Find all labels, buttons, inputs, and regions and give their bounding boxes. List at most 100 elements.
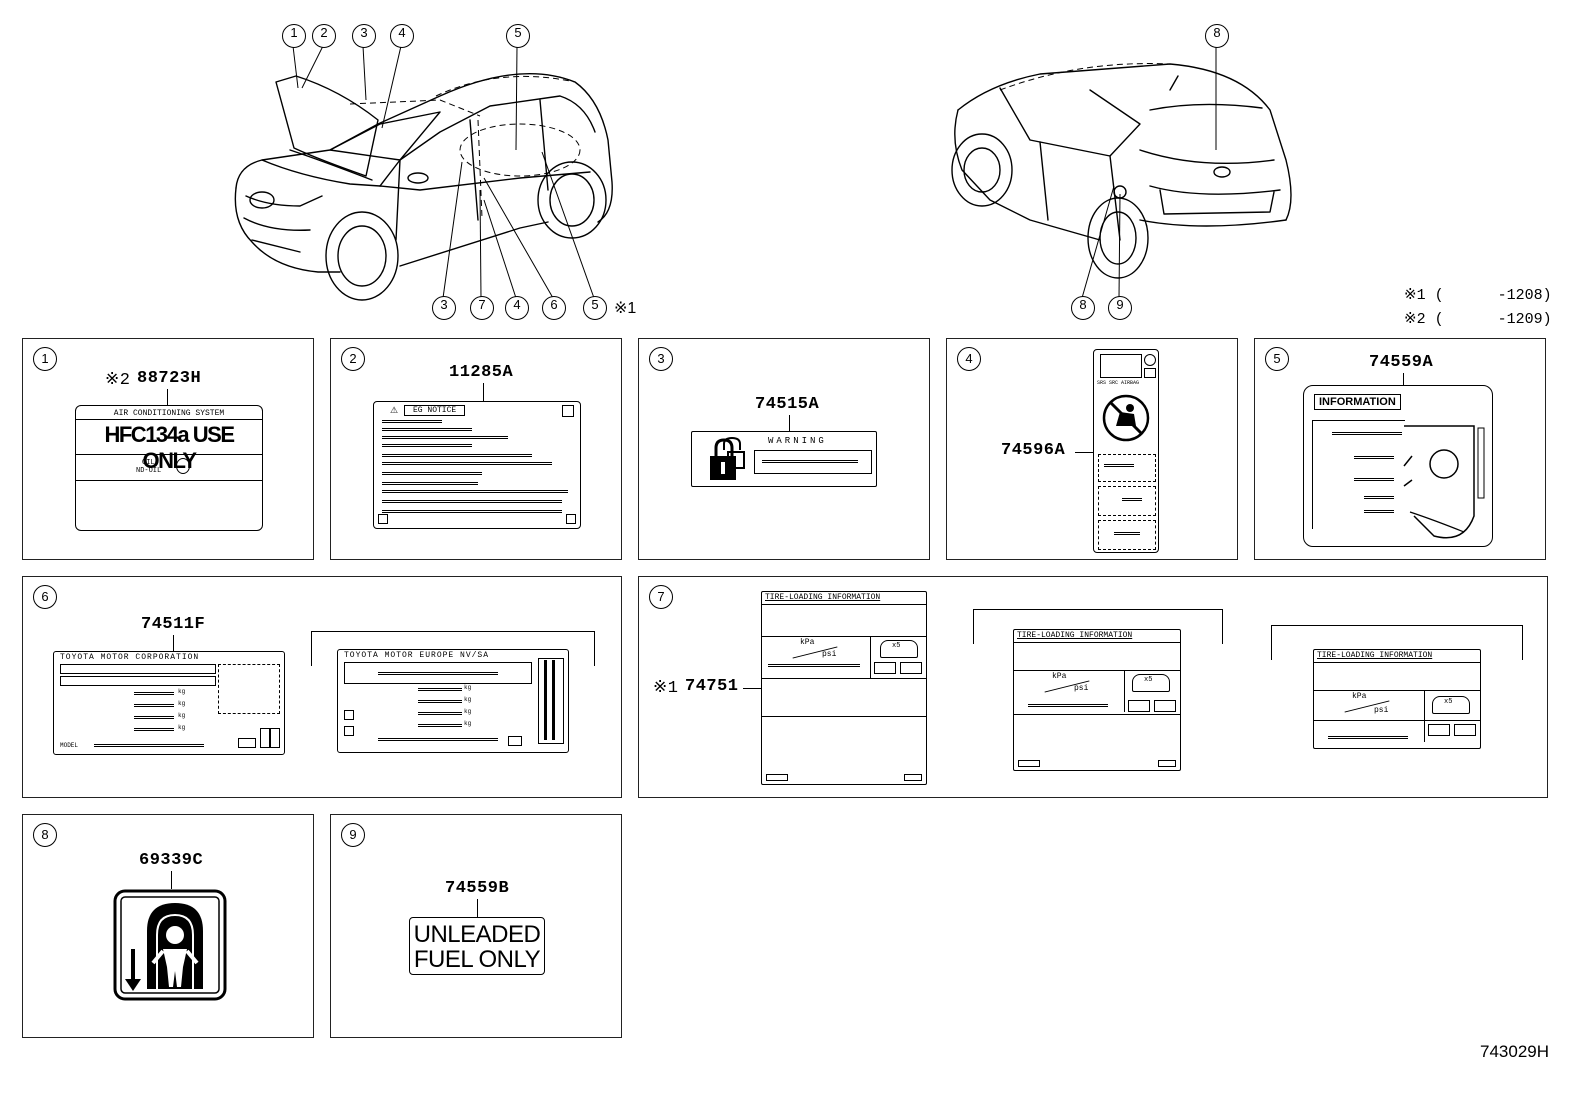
callout-3-bottom: 3 (432, 296, 456, 320)
ac-label-main: HFC134a USE ONLY (104, 422, 235, 473)
vehicle-load-icon (1432, 696, 1470, 714)
part-note: ※1 (653, 679, 679, 698)
callout-9: 9 (1108, 296, 1132, 320)
panel-2: 2 11285A ⚠ EG NOTICE (330, 338, 622, 560)
callout-8-top: 8 (1205, 24, 1229, 48)
leader-line (1403, 373, 1404, 385)
tire-kpa: kPa (1352, 692, 1367, 701)
front-car-illustration (234, 45, 1292, 301)
callout-5: 5 (506, 24, 530, 48)
part-note: ※2 (105, 371, 131, 390)
kg-unit: kg (178, 688, 186, 695)
leader-line (173, 635, 174, 651)
note-2: ※2 ( -1209) (1404, 311, 1552, 328)
panel-7: 7 ※1 74751 TIRE-LOADING INFORMATION kPa … (638, 576, 1548, 798)
part-number: 11285A (449, 363, 514, 382)
warning-header: WARNING (768, 436, 827, 446)
kg-unit: kg (178, 712, 186, 719)
eg-notice-header: EG NOTICE (404, 405, 466, 416)
vehicle-load-icon (880, 640, 918, 658)
child-lock-label (113, 889, 227, 1001)
part-number: 74559A (1369, 353, 1434, 372)
panel-1: 1 ※2 88723H AIR CONDITIONING SYSTEM HFC1… (22, 338, 314, 560)
part-number: 88723H (137, 369, 202, 388)
ac-label-oil2: ND-OIL (136, 467, 162, 475)
unleaded-line-1: UNLEADED (413, 921, 541, 948)
vin-plate-b-header: TOYOTA MOTOR EUROPE NV/SA (344, 651, 490, 660)
unleaded-fuel-label: UNLEADED FUEL ONLY (409, 917, 545, 975)
no-child-seat-icon (1102, 394, 1150, 442)
leader-line (167, 389, 168, 405)
panel-number: 7 (649, 585, 673, 609)
part-number: 69339C (139, 851, 204, 870)
ac-label-header: AIR CONDITIONING SYSTEM (113, 409, 225, 418)
part-number: 74751 (685, 677, 739, 696)
panel-number: 1 (33, 347, 57, 371)
unleaded-line-2: FUEL ONLY (413, 946, 541, 973)
callout-1: 1 (282, 24, 306, 48)
kg-unit: kg (178, 724, 186, 731)
kg-unit: kg (464, 684, 472, 691)
tire-x5: x5 (1144, 676, 1153, 684)
panel-number: 9 (341, 823, 365, 847)
tire-label-c: TIRE-LOADING INFORMATION kPa psi x5 (1313, 649, 1481, 749)
information-header: INFORMATION (1314, 394, 1401, 410)
panel-6: 6 74511F TOYOTA MOTOR CORPORATION kg kg … (22, 576, 622, 798)
leader-line (1075, 452, 1093, 453)
leader-line (483, 383, 484, 401)
panel-4: 4 74596A SRS SRC AIRBAG (946, 338, 1238, 560)
callout-4: 4 (390, 24, 414, 48)
tire-psi: psi (822, 650, 837, 659)
tire-kpa: kPa (800, 638, 815, 647)
airbag-label: SRS SRC AIRBAG (1093, 349, 1159, 553)
panel-number: 6 (33, 585, 57, 609)
vehicle-load-icon (1132, 674, 1170, 692)
panel-number: 2 (341, 347, 365, 371)
vin-plate-label-b: TOYOTA MOTOR EUROPE NV/SA kg kg kg kg (337, 649, 569, 753)
panel-number: 8 (33, 823, 57, 847)
part-number: 74596A (1001, 441, 1066, 460)
panel-5: 5 74559A INFORMATION (1254, 338, 1546, 560)
tire-psi: psi (1374, 706, 1389, 715)
callout-4-bottom: 4 (505, 296, 529, 320)
kg-unit: kg (464, 720, 472, 727)
part-number: 74559B (445, 879, 510, 898)
panel-number: 3 (649, 347, 673, 371)
leader-line (743, 688, 761, 689)
label-b-bracket (311, 631, 595, 666)
panel-number: 4 (957, 347, 981, 371)
leader-line (789, 415, 790, 431)
tire-label-a: TIRE-LOADING INFORMATION kPa psi x5 (761, 591, 927, 785)
leader-line (477, 899, 478, 917)
callout-note-1: ※1 (614, 300, 637, 317)
tire-x5: x5 (892, 642, 901, 650)
callout-5-bottom: 5 (583, 296, 607, 320)
vin-plate-a-header: TOYOTA MOTOR CORPORATION (60, 653, 200, 662)
tire-label-a-header: TIRE-LOADING INFORMATION (765, 593, 881, 602)
tire-label-c-bracket (1271, 625, 1523, 660)
leader-line (171, 871, 172, 889)
part-number: 74515A (755, 395, 820, 414)
padlock-icon (710, 436, 745, 480)
tire-label-b: TIRE-LOADING INFORMATION kPa psi x5 (1013, 629, 1181, 771)
vin-plate-label-a: TOYOTA MOTOR CORPORATION kg kg kg kg MOD… (53, 651, 285, 755)
panel-9: 9 74559B UNLEADED FUEL ONLY (330, 814, 622, 1038)
information-label: INFORMATION (1303, 385, 1493, 547)
kg-unit: kg (178, 700, 186, 707)
kg-unit: kg (464, 708, 472, 715)
diagram-code: 743029H (1480, 1042, 1550, 1061)
note-1: ※1 ( -1208) (1404, 287, 1552, 304)
callout-2: 2 (312, 24, 336, 48)
callout-7: 7 (470, 296, 494, 320)
ac-label: AIR CONDITIONING SYSTEM HFC134a USE ONLY… (75, 405, 263, 531)
vin-plate-a-model: MODEL (60, 742, 79, 749)
airbag-label-row: SRS SRC AIRBAG (1097, 380, 1140, 386)
eg-notice-label: ⚠ EG NOTICE (373, 401, 581, 529)
warning-label: WARNING (691, 431, 877, 487)
warning-triangle-icon: ⚠ (390, 405, 399, 415)
ac-label-oil: OIL (142, 459, 155, 467)
callout-6: 6 (542, 296, 566, 320)
panel-number: 5 (1265, 347, 1289, 371)
callout-8: 8 (1071, 296, 1095, 320)
callout-3: 3 (352, 24, 376, 48)
